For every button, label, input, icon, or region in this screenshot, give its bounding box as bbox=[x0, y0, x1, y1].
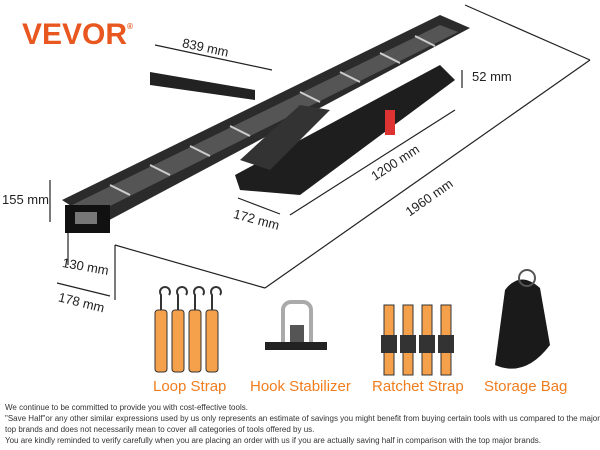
accessory-label-hook-stabilizer: Hook Stabilizer bbox=[250, 378, 351, 395]
disclaimer-line: "Save Half"or any other similar expressi… bbox=[5, 414, 600, 423]
dim-155: 155 mm bbox=[2, 192, 49, 207]
disclaimer: We continue to be committed to provide y… bbox=[5, 402, 600, 446]
logo-text: VEVOR bbox=[22, 18, 128, 51]
loop-strap-image bbox=[154, 309, 219, 373]
accessory-label-ratchet-strap: Ratchet Strap bbox=[372, 378, 464, 395]
dimension-lines bbox=[49, 4, 591, 300]
vevor-logo: VEVOR® bbox=[22, 18, 133, 52]
storage-bag-image bbox=[495, 269, 550, 369]
registered-mark: ® bbox=[127, 22, 133, 31]
dim-52: 52 mm bbox=[472, 69, 512, 84]
rack-frame bbox=[62, 15, 470, 233]
accessory-label-storage-bag: Storage Bag bbox=[484, 378, 568, 395]
disclaimer-line: We continue to be committed to provide y… bbox=[5, 403, 248, 412]
disclaimer-line: You are kindly reminded to verify carefu… bbox=[5, 436, 541, 445]
hook-stabilizer-image bbox=[265, 300, 327, 350]
disclaimer-line: top brands and does not necessarily mean… bbox=[5, 425, 315, 434]
accessory-label-loop-strap: Loop Strap bbox=[153, 378, 227, 395]
